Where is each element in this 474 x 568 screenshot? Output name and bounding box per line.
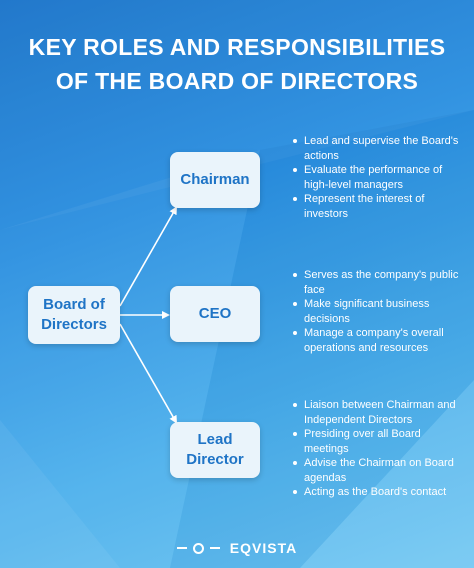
- eqvista-logo: EQVISTA: [0, 538, 474, 558]
- logo-text: EQVISTA: [229, 540, 298, 556]
- list-item: Make significant business decisions: [292, 297, 462, 326]
- board-label-line-2: Directors: [41, 316, 107, 333]
- board-of-directors-box: Board of Directors: [28, 286, 120, 344]
- bullet-icon: [293, 331, 297, 335]
- bullet-icon: [293, 168, 297, 172]
- bullet-icon: [293, 273, 297, 277]
- logo-dash-icon: [209, 547, 220, 549]
- ceo-responsibilities: Serves as the company's public face Make…: [292, 268, 462, 355]
- board-label-line-1: Board of: [43, 296, 105, 313]
- list-item: Lead and supervise the Board's actions: [292, 134, 462, 163]
- bullet-icon: [293, 197, 297, 201]
- eqvista-ring-icon: [192, 542, 204, 554]
- bullet-icon: [293, 490, 297, 494]
- lead-director-label-line-2: Director: [186, 451, 244, 468]
- bullet-icon: [293, 432, 297, 436]
- title-line-2: OF THE BOARD OF DIRECTORS: [55, 68, 419, 94]
- bullet-icon: [293, 461, 297, 465]
- logo-dash-icon: [176, 547, 187, 549]
- list-item: Evaluate the performance of high-level m…: [292, 163, 462, 192]
- list-item: Represent the interest of investors: [292, 192, 462, 221]
- arrow-to-chairman: [119, 206, 177, 307]
- ceo-label: CEO: [198, 305, 232, 322]
- ceo-box: CEO: [170, 286, 260, 342]
- chairman-box: Chairman: [170, 152, 260, 208]
- list-item: Manage a company's overall operations an…: [292, 326, 462, 355]
- list-item: Acting as the Board's contact: [292, 485, 462, 500]
- lead-director-label-line-1: Lead: [197, 431, 233, 448]
- chairman-label: Chairman: [180, 171, 250, 188]
- list-item: Serves as the company's public face: [292, 268, 462, 297]
- lead-director-box: Lead Director: [170, 422, 260, 478]
- list-item: Advise the Chairman on Board agendas: [292, 456, 462, 485]
- bullet-icon: [293, 403, 297, 407]
- arrow-to-lead-director: [119, 323, 177, 424]
- list-item: Liaison between Chairman and Independent…: [292, 398, 462, 427]
- page-title: KEY ROLES AND RESPONSIBILITIES OF THE BO…: [0, 30, 474, 98]
- chairman-responsibilities: Lead and supervise the Board's actions E…: [292, 134, 462, 221]
- bullet-icon: [293, 139, 297, 143]
- title-line-1: KEY ROLES AND RESPONSIBILITIES: [28, 34, 446, 60]
- list-item: Presiding over all Board meetings: [292, 427, 462, 456]
- lead-director-responsibilities: Liaison between Chairman and Independent…: [292, 398, 462, 500]
- bullet-icon: [293, 302, 297, 306]
